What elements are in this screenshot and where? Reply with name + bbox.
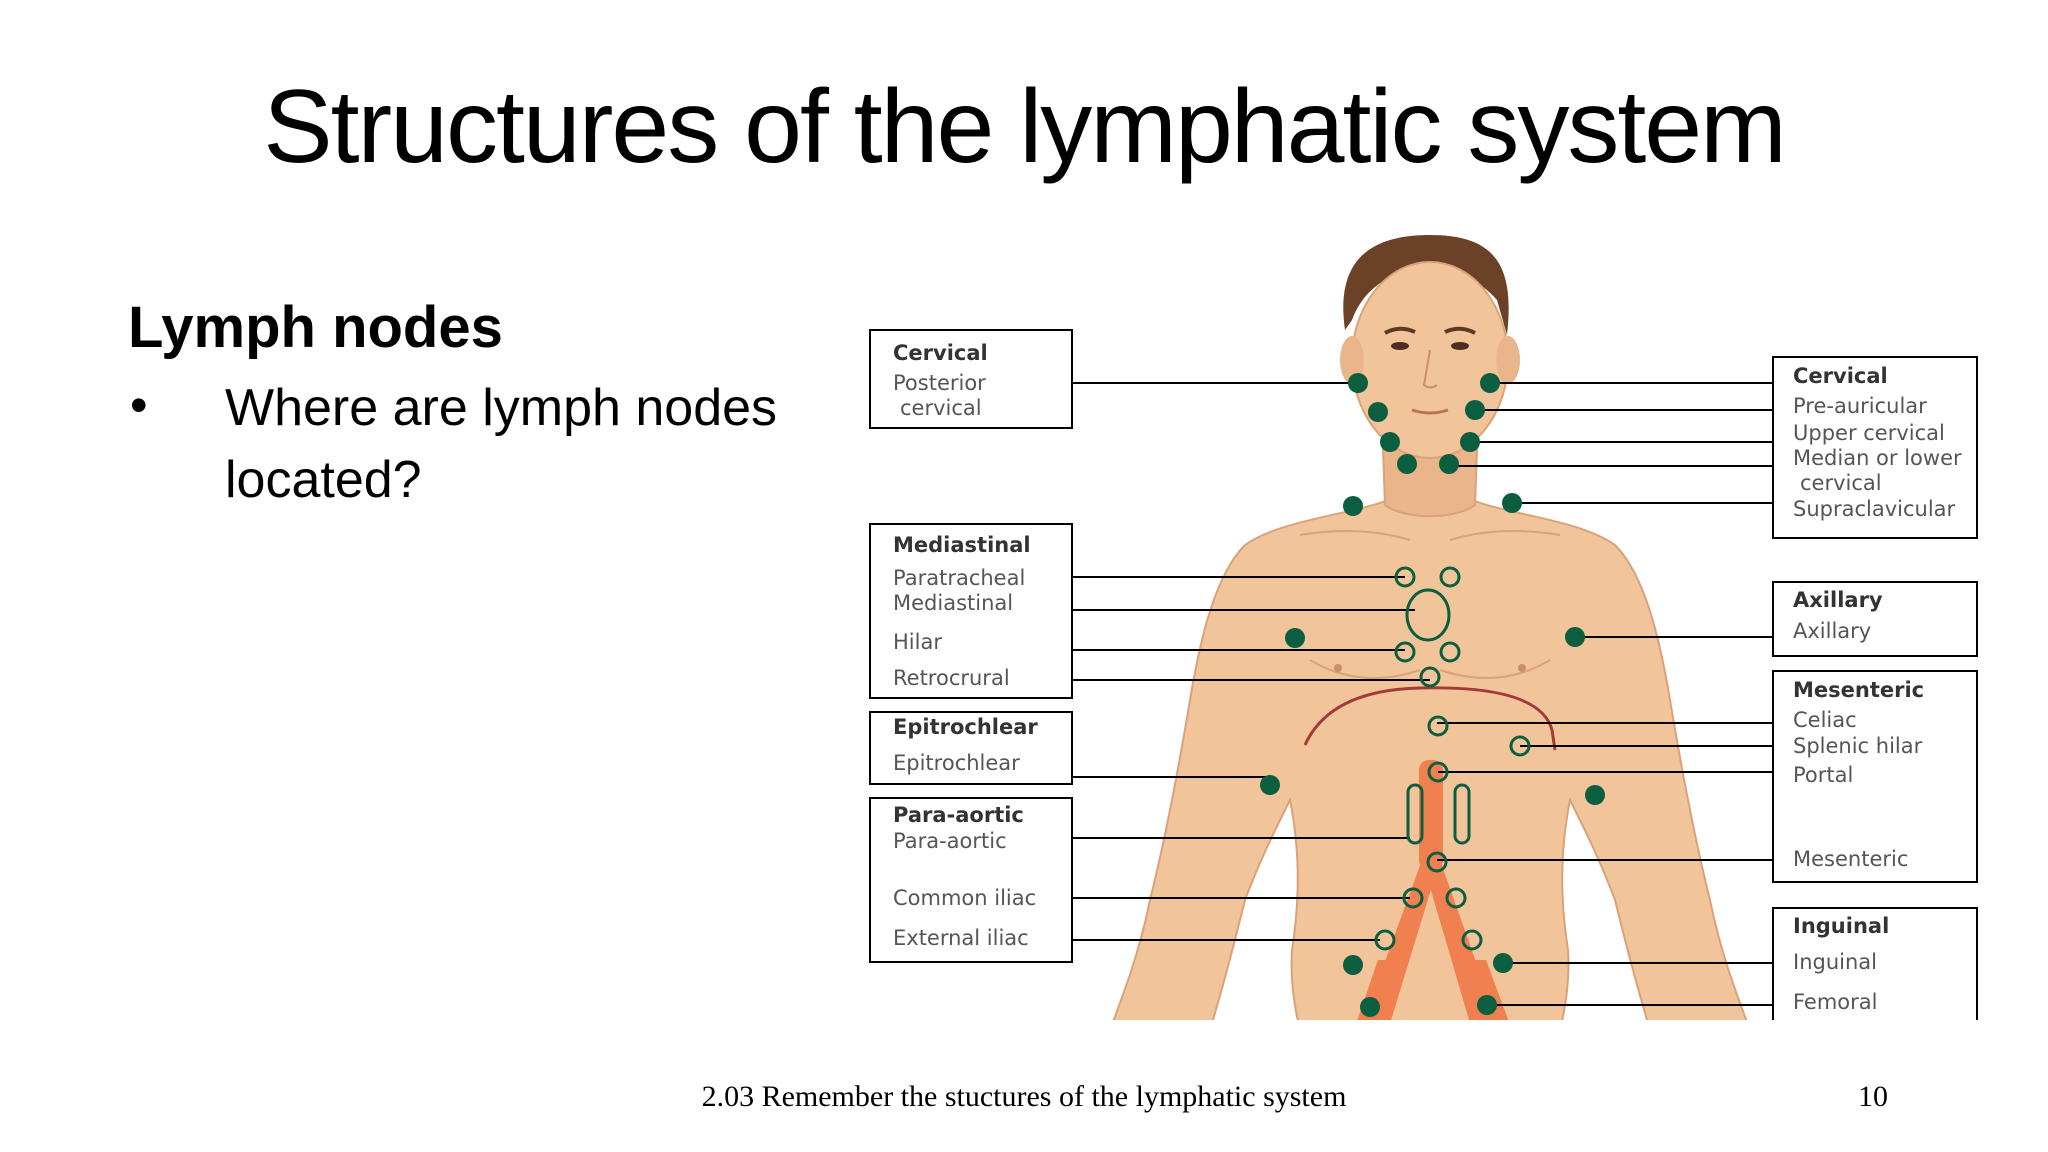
right-nipple xyxy=(1518,664,1526,672)
box-line: Retrocrural xyxy=(893,666,1010,690)
box-left-cervical: Cervical Posterior cervical xyxy=(869,329,1073,429)
box-para-aortic: Para-aortic Para-aortic Common iliac Ext… xyxy=(869,797,1073,963)
lymph-nodes-hollow xyxy=(1374,566,1531,951)
leader-lines xyxy=(1072,382,1773,1006)
torso xyxy=(1112,449,1748,1020)
box-inguinal: Inguinal Inguinal Femoral xyxy=(1772,907,1978,1020)
box-epitrochlear: Epitrochlear Epitrochlear xyxy=(869,711,1073,785)
slide-title: Structures of the lymphatic system xyxy=(263,69,1786,185)
body-figure xyxy=(1112,235,1748,1020)
head xyxy=(1351,261,1509,459)
box-mediastinal: Mediastinal Paratracheal Mediastinal Hil… xyxy=(869,523,1073,699)
box-line: Hilar xyxy=(893,630,942,654)
nose xyxy=(1422,349,1438,389)
box-line: Axillary xyxy=(1793,619,1871,643)
hair xyxy=(1343,235,1509,335)
box-axillary: Axillary Axillary xyxy=(1772,581,1978,657)
right-ear xyxy=(1496,336,1520,384)
left-ear xyxy=(1340,336,1364,384)
box-header: Epitrochlear xyxy=(893,715,1038,739)
box-line: Posterior xyxy=(893,371,986,395)
lymph-nodes-filled xyxy=(1260,373,1605,1017)
box-line: Pre-auricular xyxy=(1793,394,1927,418)
bullet-text: Where are lymph nodes located? xyxy=(225,379,778,509)
diaphragm-line xyxy=(1303,686,1557,751)
left-eye xyxy=(1391,342,1409,350)
box-line: Supraclavicular xyxy=(1793,497,1956,521)
box-line: Median or lower xyxy=(1793,446,1962,470)
pectoral-lines xyxy=(1309,659,1551,679)
right-eyebrow xyxy=(1444,326,1476,335)
box-line: Epitrochlear xyxy=(893,751,1020,775)
right-eye xyxy=(1451,342,1469,350)
slide-footer: 2.03 Remember the stuctures of the lymph… xyxy=(701,1080,1347,1113)
box-line: Common iliac xyxy=(893,886,1036,910)
box-mesenteric: Mesenteric Celiac Splenic hilar Portal M… xyxy=(1772,670,1978,883)
box-line: Mediastinal xyxy=(893,591,1013,615)
box-line: Upper cervical xyxy=(1793,421,1945,445)
page-number: 10 xyxy=(1858,1080,1888,1113)
box-header: Cervical xyxy=(1793,364,1888,388)
box-line: Para-aortic xyxy=(893,829,1007,853)
box-line: Mesenteric xyxy=(1793,847,1908,871)
box-line: cervical xyxy=(900,396,982,420)
box-line: Celiac xyxy=(1793,708,1857,732)
section-heading: Lymph nodes xyxy=(128,295,503,360)
box-line: Femoral xyxy=(1793,990,1878,1014)
box-header: Axillary xyxy=(1793,588,1883,612)
box-header: Mediastinal xyxy=(893,533,1031,557)
left-nipple xyxy=(1334,664,1342,672)
box-line: External iliac xyxy=(893,926,1029,950)
box-line: Inguinal xyxy=(1793,950,1877,974)
box-header: Inguinal xyxy=(1793,914,1889,938)
box-line: Splenic hilar xyxy=(1793,734,1923,758)
box-header: Para-aortic xyxy=(893,803,1024,827)
clavicles xyxy=(1299,530,1561,541)
left-eyebrow xyxy=(1384,326,1416,335)
box-line: Paratracheal xyxy=(893,566,1025,590)
box-header: Cervical xyxy=(893,341,988,365)
box-line: cervical xyxy=(1800,471,1882,495)
mouth xyxy=(1411,408,1449,415)
box-right-cervical: Cervical Pre-auricular Upper cervical Me… xyxy=(1772,356,1978,539)
box-line: Portal xyxy=(1793,763,1853,787)
box-header: Mesenteric xyxy=(1793,678,1924,702)
bullet-marker: • xyxy=(130,377,148,433)
